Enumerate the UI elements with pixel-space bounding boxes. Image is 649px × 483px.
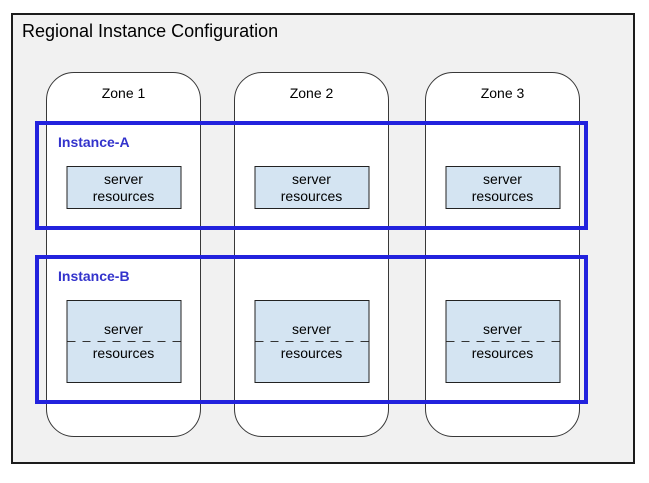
zone-3-label: Zone 3 — [480, 85, 525, 101]
server-label-line1: server — [104, 321, 143, 337]
server-label-line1: server — [292, 170, 331, 187]
zone-1-instance-b-server-resources: server resources — [66, 300, 181, 383]
dashed-split-divider — [67, 341, 180, 342]
zone-1-instance-a-server-resources: server resources — [66, 166, 181, 209]
zone-2-label: Zone 2 — [289, 85, 334, 101]
server-label-line1: server — [292, 321, 331, 337]
zone-2-instance-a-server-resources: server resources — [254, 166, 369, 209]
dashed-split-divider — [255, 341, 368, 342]
instance-a-box: Instance-A — [35, 121, 588, 230]
server-label-line2: resources — [471, 187, 534, 204]
region-box: Regional Instance Configuration Zone 1 s… — [11, 13, 635, 464]
instance-a-label: Instance-A — [58, 134, 130, 150]
server-label-line1: server — [104, 170, 143, 187]
zone-3-instance-b-server-resources: server resources — [445, 300, 560, 383]
zone-3-instance-a-server-resources: server resources — [445, 166, 560, 209]
server-label-line2: resources — [280, 187, 343, 204]
instance-b-box: Instance-B — [35, 255, 588, 404]
zone-1: Zone 1 server resources server resources — [46, 72, 201, 437]
dashed-split-divider — [446, 341, 559, 342]
server-label-line2: resources — [92, 187, 155, 204]
diagram-title: Regional Instance Configuration — [22, 21, 279, 41]
server-label-line2: resources — [280, 345, 343, 361]
server-label-line1: server — [483, 321, 522, 337]
zone-2-instance-b-server-resources: server resources — [254, 300, 369, 383]
server-label-line2: resources — [471, 345, 534, 361]
server-label-line2: resources — [92, 345, 155, 361]
zone-2: Zone 2 server resources server resources — [234, 72, 389, 437]
zone-3: Zone 3 server resources server resources — [425, 72, 580, 437]
instance-b-label: Instance-B — [58, 268, 130, 284]
zone-1-label: Zone 1 — [101, 85, 146, 101]
server-label-line1: server — [483, 170, 522, 187]
